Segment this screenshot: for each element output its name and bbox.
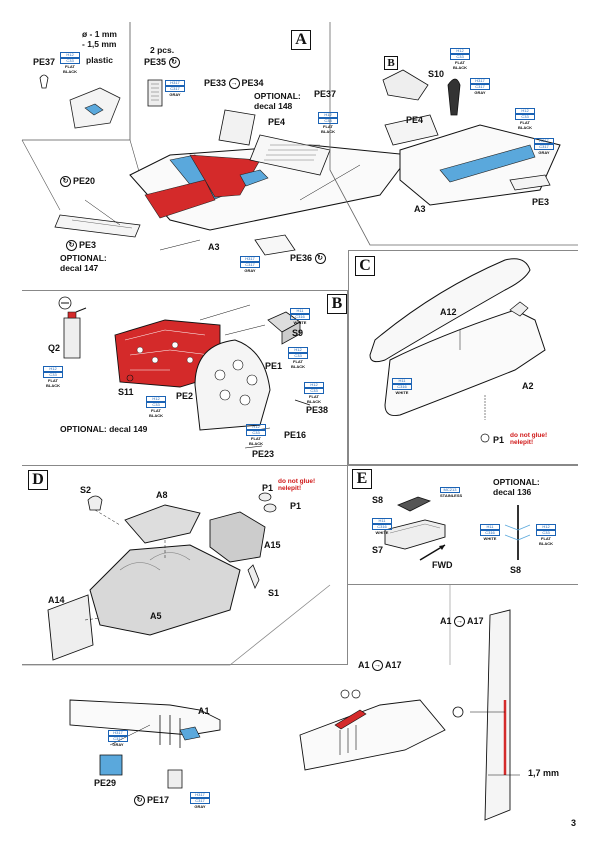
f-a1-label: A1 (198, 706, 210, 716)
section-e-panel (348, 465, 578, 585)
a2-label: A2 (522, 381, 534, 391)
pe16-label: PE16 (284, 430, 307, 440)
section-c-label: C (355, 256, 375, 276)
pe37-label: PE37 (314, 89, 337, 99)
e-s7-label: S7 (372, 545, 384, 555)
e-s8-bottom-label: S8 (510, 565, 522, 575)
b-pe4-label: PE4 (406, 115, 424, 125)
pe20-label: ↻PE20 (60, 176, 95, 187)
pe33-pe34-label: PE33 →PE34 (204, 77, 264, 89)
pe3-label: ↻PE3 (66, 240, 96, 251)
a3-label: A3 (208, 242, 220, 252)
fold-icon: ↻ (168, 57, 180, 68)
c-p1-label: P1 (493, 435, 505, 445)
e-s8-label: S8 (372, 495, 384, 505)
a14-label: A14 (48, 595, 65, 605)
s11-label: S11 (118, 387, 134, 397)
pe23-label: PE23 (252, 449, 275, 459)
q2-label: Q2 (48, 343, 61, 353)
pe17-label: ↻PE17 (134, 795, 169, 806)
inset-dim-2: - 1,5 mm (82, 39, 117, 49)
pe4-label: PE4 (268, 117, 286, 127)
inset-pe37-label: PE37 (33, 57, 56, 67)
s1-label: S1 (268, 588, 280, 598)
fold-icon: ↻ (60, 176, 71, 187)
dimension-label: 1,7 mm (528, 768, 560, 778)
c-warning: do not glue!nelepit! (510, 432, 548, 447)
optional-147: OPTIONAL:decal 147 (60, 253, 107, 273)
a5-label: A5 (150, 611, 162, 621)
f-a1-a17-mid: A1 →A17 (358, 659, 402, 671)
d-p1-b-label: P1 (290, 501, 302, 511)
arrow-right-icon: → (372, 660, 384, 671)
a12-label: A12 (440, 307, 457, 317)
d-p1-a-label: P1 (262, 483, 274, 493)
section-b-label: B (327, 294, 347, 314)
section-d-panel (22, 465, 348, 665)
section-d-label: D (28, 470, 48, 490)
arrow-right-icon: → (454, 616, 466, 627)
fold-icon: ↻ (314, 253, 326, 264)
optional-148: OPTIONAL:decal 148 (254, 91, 301, 111)
d-warning: do not glue!nelepit! (278, 478, 316, 493)
s10-label: S10 (428, 69, 445, 79)
b-pe3-label: PE3 (532, 197, 550, 207)
pe1-label: PE1 (265, 361, 283, 371)
pe36-label: PE36 ↻ (290, 253, 328, 264)
pe35-count: 2 pcs. (150, 45, 175, 55)
s9-label: S9 (292, 328, 304, 338)
section-b-panel (22, 290, 348, 465)
a15-label: A15 (264, 540, 281, 550)
inset-dim-1: ø - 1 mm (82, 29, 117, 39)
arrow-right-icon: → (228, 78, 240, 89)
section-e-label: E (352, 469, 372, 489)
section-a-label: A (291, 30, 311, 50)
optional-136: OPTIONAL:decal 136 (493, 477, 540, 497)
inset-material: plastic (86, 55, 113, 65)
b-a3-label: A3 (414, 204, 426, 214)
section-b-sub-label: B (384, 56, 398, 70)
fold-icon: ↻ (66, 240, 77, 251)
pe38-label: PE38 (306, 405, 329, 415)
pe29-label: PE29 (94, 778, 117, 788)
pe35-label: PE35 ↻ (144, 57, 182, 68)
a8-label: A8 (156, 490, 168, 500)
s2-label: S2 (80, 485, 92, 495)
pe2-label: PE2 (176, 391, 194, 401)
section-c-panel (348, 250, 578, 465)
optional-149: OPTIONAL: decal 149 (60, 424, 148, 434)
f-a1-a17-right: A1 →A17 (440, 615, 484, 627)
page-number: 3 (571, 818, 577, 828)
fwd-label: FWD (432, 560, 453, 570)
fold-icon: ↻ (134, 795, 145, 806)
